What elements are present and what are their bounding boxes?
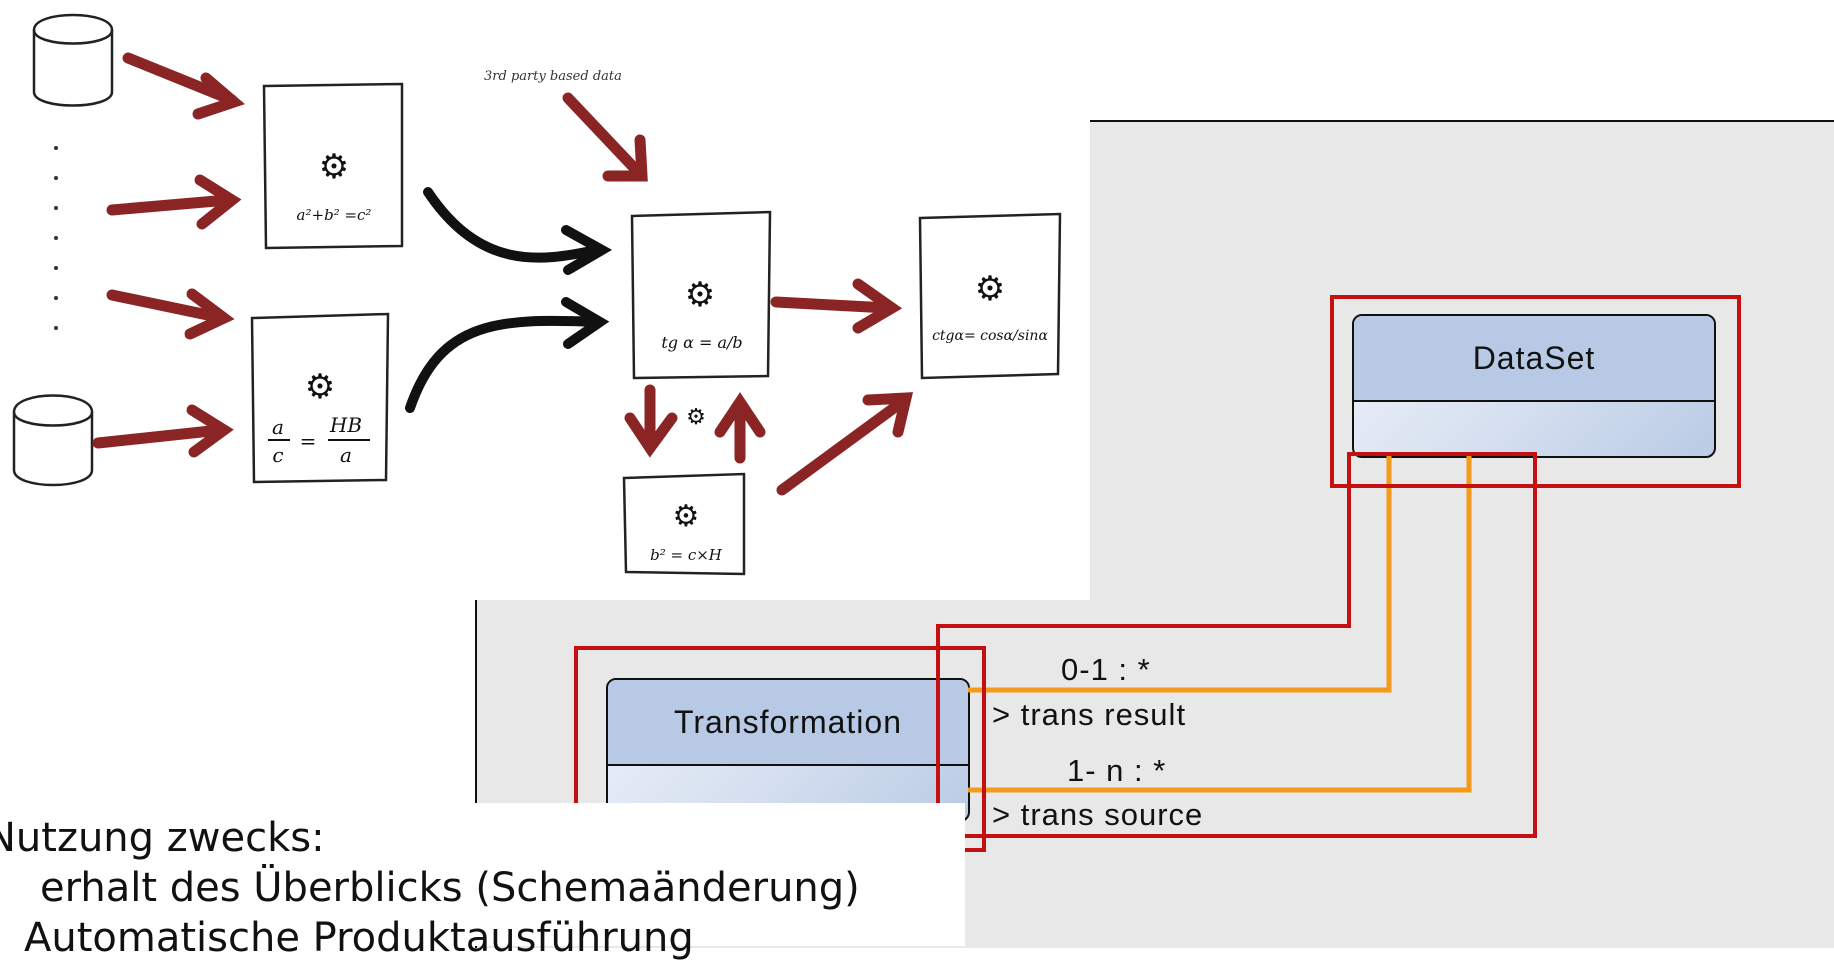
notes-line-1: Nutzung zwecks: [0, 815, 325, 861]
svg-text:⚙: ⚙ [975, 270, 1005, 308]
svg-text:⚙: ⚙ [305, 368, 335, 406]
assoc-result-multiplicity: 0-1 : * [1061, 652, 1151, 687]
svg-text:⚙: ⚙ [319, 148, 349, 186]
process-box-3: ⚙ tg α = a/b [630, 210, 772, 380]
process-box-1: ⚙ a²+b² =c² [262, 82, 404, 250]
svg-text:⚙: ⚙ [685, 276, 715, 314]
notes-line-2: erhalt des Überblicks (Schemaänderung) [40, 865, 860, 911]
formula-1: a²+b² =c² [297, 206, 372, 224]
formula-2-rden: a [340, 443, 352, 467]
workflow-sketch: ⚙ a²+b² =c² ⚙ a c = HB a ⚙ tg α = a/b ⚙ … [0, 0, 1090, 600]
black-arrows [405, 187, 613, 413]
assoc-source-name: > trans source [992, 797, 1204, 832]
process-box-4: ⚙ b² = c×H ⚙ [622, 404, 746, 576]
formula-2-den: c [272, 443, 283, 467]
process-box-2: ⚙ a c = HB a [250, 312, 390, 484]
formula-2-num: a [272, 415, 284, 439]
notes-panel: Nutzung zwecks: erhalt des Überblicks (S… [0, 803, 965, 961]
workflow-sketch-svg: ⚙ a²+b² =c² ⚙ a c = HB a ⚙ tg α = a/b ⚙ … [0, 0, 1090, 600]
svg-text:⚙: ⚙ [686, 404, 706, 429]
svg-text:⚙: ⚙ [673, 500, 700, 533]
assoc-result-name: > trans result [992, 697, 1187, 732]
database-icon-bottom [12, 394, 94, 487]
formula-2-rnum: HB [329, 413, 362, 437]
ellipsis-dots [54, 146, 58, 330]
formula-4: b² = c×H [650, 546, 723, 564]
database-icon-top [32, 13, 114, 107]
dataset-class-name: DataSet [1354, 316, 1714, 402]
process-box-5: ⚙ ctgα= cosα/sinα [918, 212, 1062, 380]
transformation-class[interactable]: Transformation [606, 678, 970, 822]
formula-2-eq: = [300, 429, 317, 453]
formula-3: tg α = a/b [661, 333, 742, 352]
assoc-source-multiplicity: 1- n : * [1067, 753, 1167, 788]
third-party-label: 3rd party based data [484, 69, 622, 84]
red-arrows [92, 52, 914, 496]
notes-line-3: Automatische Produktausführung [24, 915, 694, 961]
transformation-class-name: Transformation [608, 680, 968, 766]
formula-5: ctgα= cosα/sinα [932, 328, 1048, 344]
dataset-class[interactable]: DataSet [1352, 314, 1716, 458]
